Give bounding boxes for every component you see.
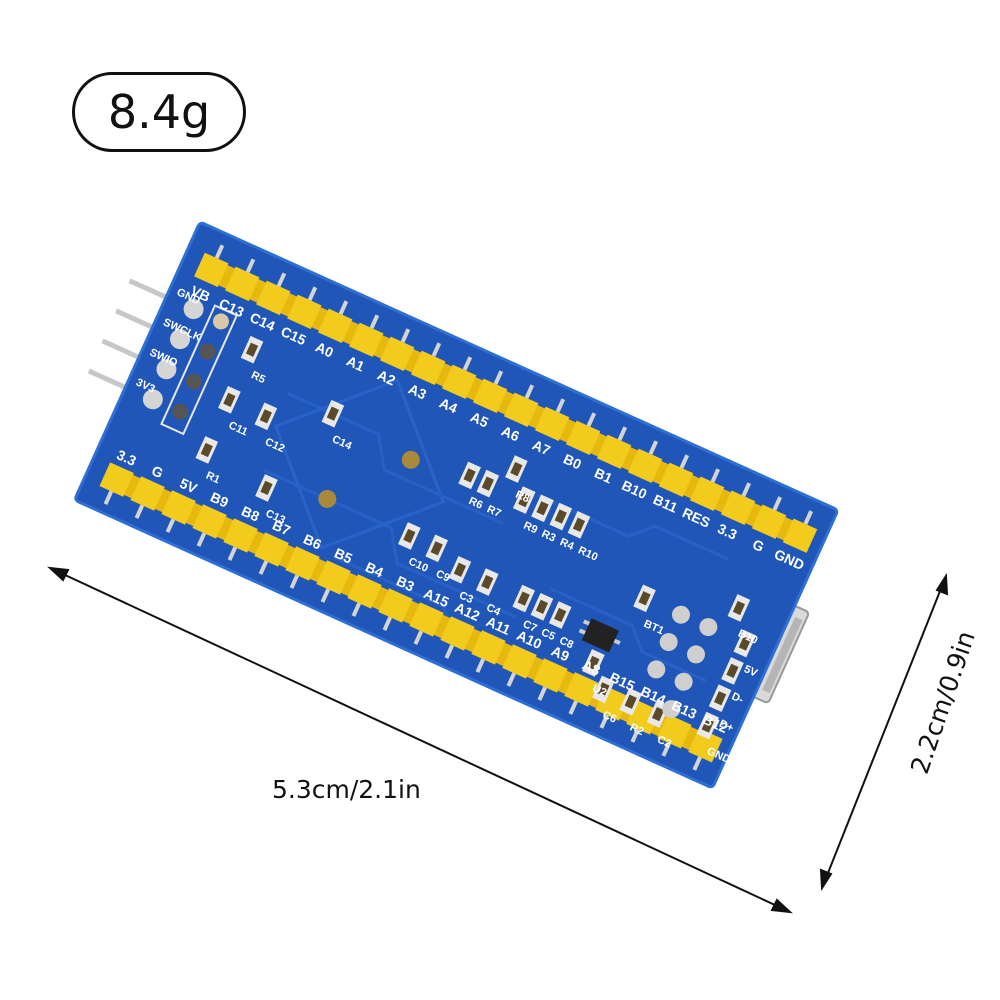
- bottom-pin: [440, 616, 475, 651]
- right-pads: [647, 605, 718, 719]
- top-pin-label: VB: [188, 282, 212, 305]
- debug-pads: [142, 299, 239, 436]
- bottom-pin-label: 5V: [177, 475, 200, 497]
- top-pin: [658, 462, 694, 497]
- top-pin-header: [194, 244, 818, 553]
- top-pin: [194, 252, 229, 288]
- bottom-pin: [130, 476, 165, 511]
- bottom-pin: [378, 588, 413, 623]
- bottom-pin: [657, 714, 692, 749]
- bottom-pin: [533, 658, 568, 693]
- top-pin-label: B0: [561, 451, 584, 473]
- top-pin: [349, 322, 384, 358]
- bottom-pin-label: B8: [239, 503, 262, 525]
- bottom-pin: [285, 546, 320, 581]
- length-dimension-label: 5.3cm/2.1in: [272, 775, 421, 804]
- top-pin: [689, 476, 725, 511]
- bottom-pin: [564, 672, 599, 707]
- bottom-pin-label: B4: [363, 559, 386, 581]
- top-pin-label: A7: [530, 437, 553, 459]
- u2-regulator: [578, 618, 621, 653]
- component-label: R4: [558, 536, 577, 553]
- pcb-surface: [74, 221, 839, 789]
- bottom-pin: [688, 728, 723, 763]
- component-label: R1: [204, 470, 222, 487]
- top-pin: [751, 504, 787, 539]
- width-dimension-arrow: [819, 572, 949, 892]
- component-label: 5V: [742, 663, 760, 680]
- top-pin-label: A2: [375, 367, 398, 389]
- bottom-pin: [409, 602, 444, 637]
- top-pin: [380, 336, 415, 372]
- bottom-pin: [471, 630, 506, 665]
- component-label: U2: [591, 683, 609, 700]
- bottom-pin: [223, 518, 258, 553]
- top-pin: [225, 266, 260, 302]
- component-label: C3: [457, 589, 475, 606]
- bottom-pin-label: B7: [270, 517, 293, 539]
- bottom-pin-header: [99, 462, 723, 771]
- top-pin: [472, 378, 508, 414]
- pcb-board: VB3.3C13GC145VC15B9A0B8A1B7A2B6A3B5A4B4A…: [74, 221, 839, 789]
- bottom-pin: [161, 490, 196, 525]
- bottom-pin-label: B9: [208, 489, 231, 511]
- component-label: D+: [717, 718, 735, 735]
- component-label: C6: [601, 709, 619, 726]
- bottom-pin-label: B5: [332, 545, 355, 567]
- component-label: R6: [467, 495, 485, 512]
- component-label: C4: [484, 602, 503, 619]
- top-pin: [782, 518, 818, 553]
- component-label: C7: [521, 618, 539, 635]
- bottom-pin: [192, 504, 227, 539]
- top-pin-label: A1: [344, 353, 367, 375]
- top-pin-label: 3.3: [715, 520, 740, 543]
- top-pin: [256, 280, 291, 316]
- top-pin: [596, 434, 632, 469]
- top-pin: [287, 294, 322, 330]
- top-pin: [503, 392, 539, 428]
- component-label: C9: [434, 568, 452, 585]
- top-pin-label: A4: [437, 395, 460, 417]
- bottom-pin-label: A9: [549, 643, 572, 665]
- component-label: D-: [730, 690, 746, 706]
- bottom-pin-label: B6: [301, 531, 324, 553]
- smd-components: [195, 335, 757, 740]
- top-pin-label: B1: [592, 465, 615, 487]
- bottom-pin-label: B3: [394, 573, 417, 595]
- top-pin: [627, 448, 663, 483]
- bottom-pin: [502, 644, 537, 679]
- component-label: C5: [539, 626, 557, 643]
- component-label: C2: [655, 734, 673, 751]
- bottom-pin: [316, 560, 351, 595]
- component-label: R8: [514, 489, 532, 506]
- top-pin-label: A0: [313, 339, 336, 361]
- bottom-pin-label: 3.3: [114, 446, 139, 469]
- bottom-pin: [254, 532, 289, 567]
- bottom-pin-label: A8: [580, 657, 603, 679]
- component-label: R2: [628, 721, 646, 738]
- bottom-pin: [347, 574, 382, 609]
- debug-header-pins: [87, 278, 168, 390]
- top-pin: [565, 420, 601, 455]
- top-pin: [720, 490, 756, 525]
- component-label: R9: [521, 520, 539, 537]
- top-pin-label: A3: [406, 381, 429, 403]
- top-pin: [441, 364, 477, 400]
- component-label: R7: [485, 503, 503, 520]
- top-pin: [318, 308, 353, 344]
- component-label: R3: [540, 528, 558, 545]
- bottom-pin: [99, 462, 134, 497]
- top-pin-label: A5: [468, 409, 491, 431]
- top-pin: [411, 350, 446, 386]
- weight-badge: 8.4g: [72, 72, 246, 152]
- top-pin: [534, 406, 570, 441]
- top-pin-label: A6: [499, 423, 522, 445]
- component-label: C8: [557, 635, 575, 652]
- component-label: R5: [249, 369, 267, 386]
- length-dimension-arrow: [47, 566, 793, 914]
